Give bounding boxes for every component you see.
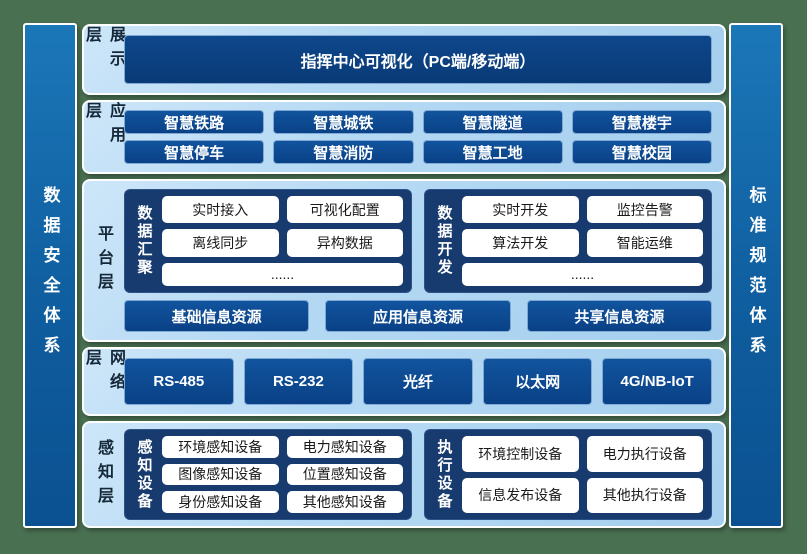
- device-box-other-execution: 其他执行设备: [586, 477, 703, 513]
- group-sensing-devices: 感知设备 环境感知设备 电力感知设备 图像感知设备 位置感知设备 身份感知设备 …: [124, 429, 412, 520]
- feature-box-heterogeneous-data: 异构数据: [286, 229, 403, 257]
- feature-box-algorithm-dev: 算法开发: [462, 229, 579, 257]
- app-box-metro: 智慧城铁: [273, 110, 414, 134]
- application-body: 智慧铁路 智慧城铁 智慧隧道 智慧楼宇 智慧停车 智慧消防 智慧工地 智慧校园: [122, 102, 724, 172]
- platform-groups: 数据汇聚 实时接入 可视化配置 离线同步 异构数据 ...... 数据开发 实时…: [124, 189, 712, 293]
- device-box-env-control: 环境控制设备: [462, 436, 579, 472]
- group-data-aggregation-grid: 实时接入 可视化配置 离线同步 异构数据 ......: [162, 196, 403, 286]
- layer-stack: 展示层 指挥中心可视化（PC端/移动端） 应用层 智慧铁路 智慧城铁 智慧隧道 …: [82, 24, 726, 528]
- group-sensing-devices-grid: 环境感知设备 电力感知设备 图像感知设备 位置感知设备 身份感知设备 其他感知设…: [162, 436, 403, 513]
- group-data-aggregation-label: 数据汇聚: [135, 205, 153, 277]
- device-box-other-sensing: 其他感知设备: [286, 491, 403, 513]
- group-data-development-label: 数据开发: [435, 205, 453, 277]
- network-box-ethernet: 以太网: [482, 358, 593, 405]
- network-box-4g-nbiot: 4G/NB-IoT: [602, 358, 712, 405]
- layer-label-perception: 感知层: [95, 438, 112, 511]
- resource-box-application-info: 应用信息资源: [325, 300, 511, 332]
- device-box-power-sensing: 电力感知设备: [286, 436, 403, 458]
- device-box-location-sensing: 位置感知设备: [286, 463, 403, 486]
- app-box-fire: 智慧消防: [273, 140, 414, 164]
- feature-box-visual-config: 可视化配置: [286, 196, 403, 224]
- layer-label-application: 应用层: [83, 102, 124, 150]
- layer-panel-application: 应用层 智慧铁路 智慧城铁 智慧隧道 智慧楼宇 智慧停车 智慧消防 智慧工地 智…: [82, 100, 726, 174]
- feature-box-realtime-dev: 实时开发: [462, 196, 579, 224]
- perception-body: 感知设备 环境感知设备 电力感知设备 图像感知设备 位置感知设备 身份感知设备 …: [122, 423, 724, 526]
- group-sensing-devices-label: 感知设备: [135, 438, 153, 511]
- app-box-campus: 智慧校园: [571, 140, 712, 164]
- app-box-railway: 智慧铁路: [124, 110, 265, 134]
- platform-resources: 基础信息资源 应用信息资源 共享信息资源: [124, 300, 712, 332]
- resource-box-shared-info: 共享信息资源: [526, 300, 712, 332]
- app-box-tunnel: 智慧隧道: [422, 110, 563, 134]
- layer-label-display: 展示层: [83, 26, 124, 74]
- pillar-data-security: 数据安全体系: [23, 23, 77, 528]
- layer-panel-network: 网络层 RS-485 RS-232 光纤 以太网 4G/NB-IoT: [82, 347, 726, 416]
- group-data-development-grid: 实时开发 监控告警 算法开发 智能运维 ......: [462, 196, 703, 286]
- feature-box-realtime-access: 实时接入: [162, 196, 279, 224]
- network-box-fiber: 光纤: [363, 358, 473, 405]
- app-box-parking: 智慧停车: [124, 140, 265, 164]
- app-box-building: 智慧楼宇: [571, 110, 712, 134]
- device-box-power-execution: 电力执行设备: [586, 436, 703, 472]
- group-execution-devices: 执行设备 环境控制设备 电力执行设备 信息发布设备 其他执行设备: [424, 429, 712, 520]
- app-box-site: 智慧工地: [422, 140, 563, 164]
- platform-body: 数据汇聚 实时接入 可视化配置 离线同步 异构数据 ...... 数据开发 实时…: [122, 181, 724, 340]
- device-box-identity-sensing: 身份感知设备: [162, 491, 279, 513]
- display-body: 指挥中心可视化（PC端/移动端）: [122, 26, 724, 93]
- feature-box-offline-sync: 离线同步: [162, 229, 279, 257]
- group-execution-devices-label: 执行设备: [435, 438, 453, 511]
- device-box-env-sensing: 环境感知设备: [162, 436, 279, 458]
- resource-box-basic-info: 基础信息资源: [124, 300, 310, 332]
- pillar-standards-label: 标准规范体系: [746, 185, 766, 366]
- group-data-development: 数据开发 实时开发 监控告警 算法开发 智能运维 ......: [424, 189, 712, 293]
- group-data-aggregation: 数据汇聚 实时接入 可视化配置 离线同步 异构数据 ......: [124, 189, 412, 293]
- feature-box-ellipsis: ......: [462, 262, 703, 286]
- pillar-standards: 标准规范体系: [729, 23, 783, 528]
- network-body: RS-485 RS-232 光纤 以太网 4G/NB-IoT: [122, 349, 724, 414]
- feature-box-monitor-alert: 监控告警: [586, 196, 703, 224]
- command-center-box: 指挥中心可视化（PC端/移动端）: [124, 35, 712, 84]
- layer-label-platform: 平台层: [95, 224, 112, 297]
- layer-panel-platform: 平台层 数据汇聚 实时接入 可视化配置 离线同步 异构数据 ......: [82, 179, 726, 342]
- device-box-image-sensing: 图像感知设备: [162, 463, 279, 486]
- pillar-data-security-label: 数据安全体系: [40, 185, 60, 366]
- network-box-rs232: RS-232: [243, 358, 354, 405]
- network-box-rs485: RS-485: [124, 358, 234, 405]
- layer-panel-perception: 感知层 感知设备 环境感知设备 电力感知设备 图像感知设备 位置感知设备 身份感…: [82, 421, 726, 528]
- feature-box-ellipsis: ......: [162, 262, 403, 286]
- layer-label-network: 网络层: [83, 349, 124, 397]
- feature-box-intelligent-ops: 智能运维: [586, 229, 703, 257]
- group-execution-devices-grid: 环境控制设备 电力执行设备 信息发布设备 其他执行设备: [462, 436, 703, 513]
- layer-panel-display: 展示层 指挥中心可视化（PC端/移动端）: [82, 24, 726, 95]
- device-box-info-publish: 信息发布设备: [462, 477, 579, 513]
